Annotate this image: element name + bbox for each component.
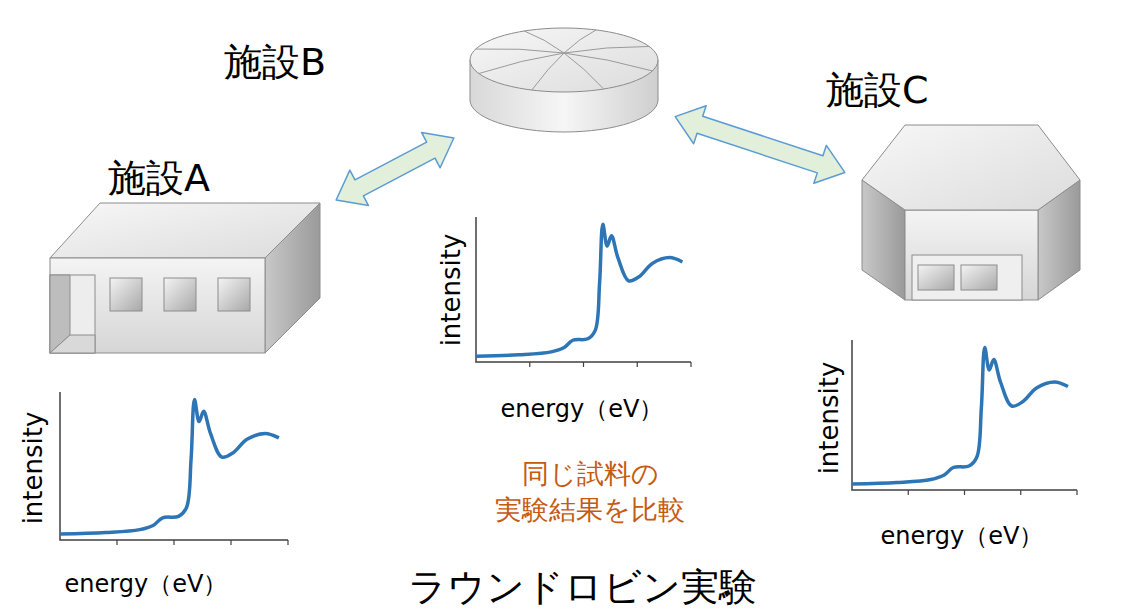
axis-label: energy（eV） [501, 395, 664, 424]
facility-name: 施設C [826, 68, 929, 114]
spectrum-curve [60, 399, 279, 534]
diagram-caption: ラウンドロビン実験 [408, 565, 757, 611]
axis-label: energy（eV） [65, 570, 228, 599]
axis-tick [287, 540, 288, 545]
axis-tick [1076, 490, 1077, 495]
building-outline [50, 203, 322, 355]
facility-building: 施設B [468, 26, 660, 134]
facility-name: 施設B [224, 40, 326, 86]
spectrum-curve [476, 224, 682, 356]
axis-tick [908, 490, 909, 495]
facility-building: 施設A [50, 203, 322, 355]
axis-tick [583, 362, 584, 367]
axis-tick [529, 362, 530, 367]
double-arrow [336, 132, 454, 205]
axis-tick [964, 490, 965, 495]
chart-axis [476, 217, 691, 362]
chart-axis [60, 392, 288, 540]
note-text: 同じ試料の 実験結果を比較 [475, 456, 705, 529]
building-outline [468, 26, 660, 134]
axis-tick [637, 362, 638, 367]
axis-tick [173, 540, 174, 545]
spectrum-chart [476, 217, 691, 367]
chart-axis [852, 340, 1077, 490]
axis-tick [116, 540, 117, 545]
axis-label: energy（eV） [881, 522, 1044, 551]
spectrum-curve [852, 347, 1068, 484]
building-outline [860, 125, 1082, 303]
axis-tick [230, 540, 231, 545]
spectrum-chart [852, 340, 1077, 495]
axis-tick [1020, 490, 1021, 495]
axis-label: intensity [814, 362, 845, 475]
spectrum-chart [60, 392, 288, 545]
double-arrow [675, 106, 845, 184]
axis-label: intensity [436, 234, 467, 347]
axis-label: intensity [18, 412, 49, 525]
axis-tick [690, 362, 691, 367]
facility-name: 施設A [108, 156, 210, 202]
facility-building: 施設C [860, 125, 1082, 303]
